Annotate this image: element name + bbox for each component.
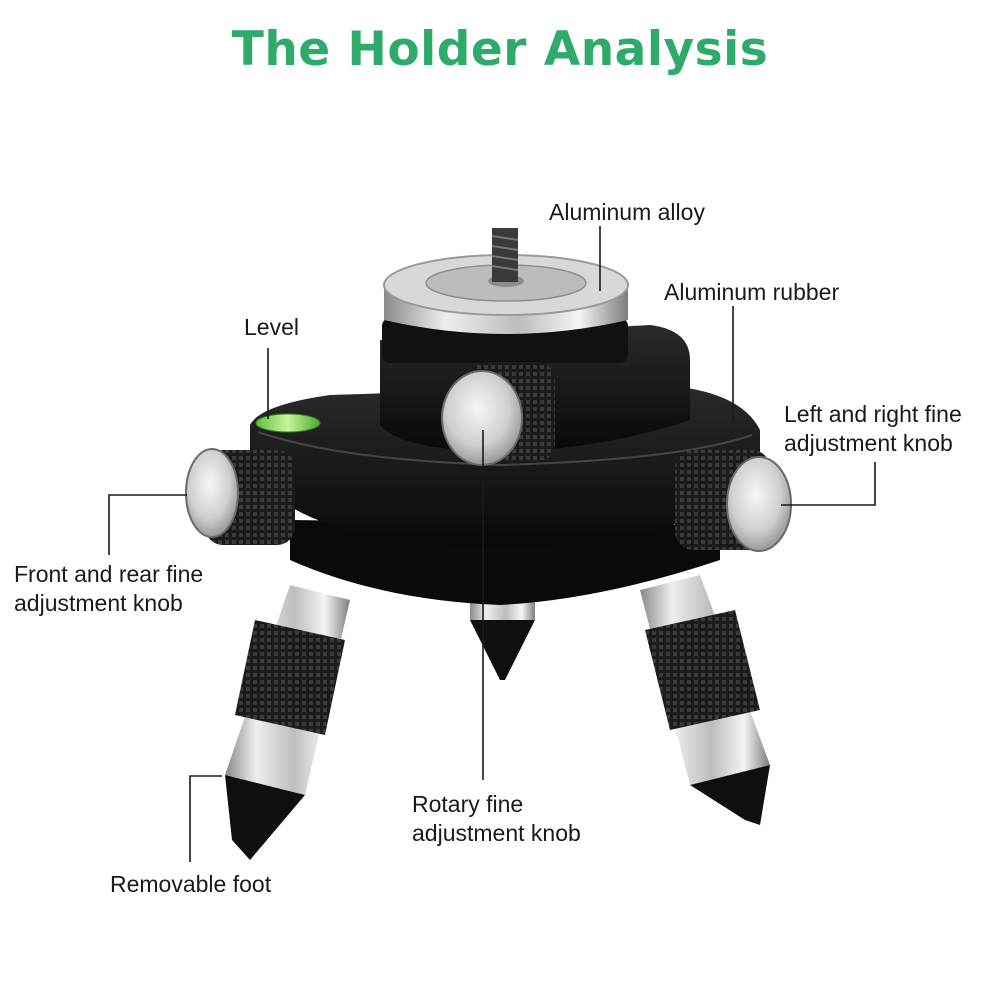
rotary-knob (441, 362, 555, 466)
front-rear-knob (185, 448, 295, 545)
label-level: Level (244, 314, 299, 340)
leader-front-rear-knob (108, 494, 187, 555)
leader-removable-foot (189, 775, 222, 862)
label-removable-foot: Removable foot (110, 871, 272, 897)
tripod-leg-left (225, 585, 350, 860)
left-right-knob (675, 450, 792, 552)
label-rotary-knob-line-1: Rotary fine (412, 791, 524, 817)
label-front-rear-knob-line-1: Front and rear fine (14, 561, 204, 587)
label-aluminum-alloy: Aluminum alloy (549, 199, 705, 225)
base-body (250, 385, 760, 605)
label-aluminum-rubber: Aluminum rubber (664, 279, 840, 305)
label-rotary-knob-line-2: adjustment knob (412, 820, 581, 846)
label-left-right-knob-line-1: Left and right fine (784, 401, 962, 427)
level-bubble (255, 413, 321, 433)
mounting-screw (491, 228, 519, 282)
aluminum-alloy-plate (383, 254, 629, 334)
tripod-leg-right (640, 575, 770, 825)
leader-left-right-knob (781, 462, 876, 506)
label-rotary-knob: Rotary fine adjustment knob (412, 790, 581, 848)
label-front-rear-knob: Front and rear fine adjustment knob (14, 560, 203, 618)
label-left-right-knob-line-2: adjustment knob (784, 430, 953, 456)
label-left-right-knob: Left and right fine adjustment knob (784, 400, 962, 458)
page-title: The Holder Analysis (231, 22, 769, 77)
label-front-rear-knob-line-2: adjustment knob (14, 590, 183, 616)
